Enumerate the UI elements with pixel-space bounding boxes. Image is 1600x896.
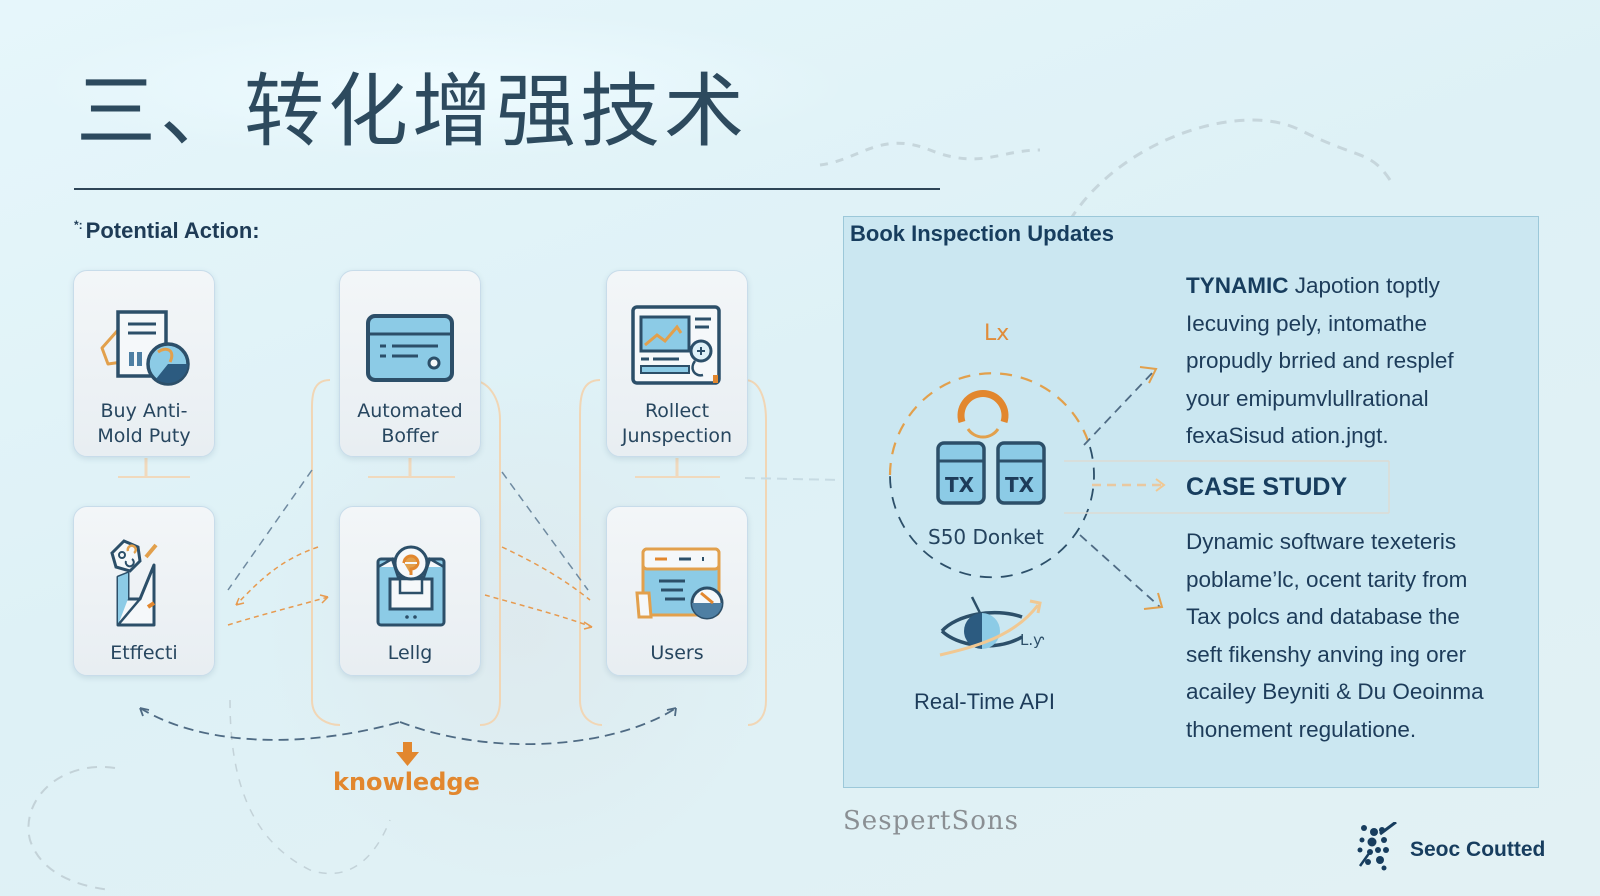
action-card-label: Users xyxy=(650,642,704,664)
hub-caption: S50 Donket xyxy=(928,525,1044,549)
hub-top-label: Lx xyxy=(984,321,1010,346)
book-inspection-panel: Book Inspection Updates xyxy=(843,216,1539,788)
case-study-heading: CASE STUDY xyxy=(1186,473,1348,501)
action-card-label: Etffecti xyxy=(110,642,178,664)
tx-block-icon xyxy=(996,441,1046,505)
section-label: *:Potential Action: xyxy=(74,218,260,244)
action-card-buy-anti-mold[interactable]: Buy Anti-Mold Puty xyxy=(73,270,215,457)
footer-left-brand: SespertSons xyxy=(843,806,1020,836)
tx-label: TX xyxy=(945,473,975,497)
action-card-effecti[interactable]: Etffecti xyxy=(73,506,215,676)
hub-diagram xyxy=(888,366,1390,657)
tx-label: TX xyxy=(1005,473,1035,497)
action-card-label: Lellg xyxy=(387,642,433,664)
action-card-lellg[interactable]: Lellg xyxy=(339,506,481,676)
tx-block-icon xyxy=(936,441,986,505)
intro-bold: TYNAMIC xyxy=(1186,273,1289,298)
section-label-text: Potential Action: xyxy=(85,218,260,243)
api-badge: L.ƴ xyxy=(1020,631,1045,649)
panel-title: Book Inspection Updates xyxy=(850,221,1115,246)
footer-right-brand: Seoc Coutted xyxy=(1410,838,1546,861)
document-chart-icon xyxy=(94,303,194,389)
action-card-label: Buy Anti-Mold Puty xyxy=(97,400,191,447)
section-marker: *: xyxy=(74,218,83,232)
credit-card-icon xyxy=(360,303,460,389)
browser-window-icon xyxy=(627,539,727,625)
case-study-text: Dynamic software texeteris poblame’lc, o… xyxy=(1186,529,1484,742)
tablet-badge-icon xyxy=(360,539,460,627)
action-card-users[interactable]: Users xyxy=(606,506,748,676)
slide-title: 三、转化增强技术 xyxy=(76,65,748,158)
eye-api-icon xyxy=(939,596,1042,657)
knowledge-label: knowledge xyxy=(333,768,480,796)
dots-logo-icon xyxy=(1356,820,1404,876)
api-caption: Real-Time API xyxy=(914,689,1056,714)
monitor-chart-icon xyxy=(627,303,727,389)
person-gear-icon xyxy=(94,539,194,627)
title-divider xyxy=(74,188,940,190)
intro-text: TYNAMIC Japotion toptly Iecuving pely, i… xyxy=(1186,273,1454,449)
